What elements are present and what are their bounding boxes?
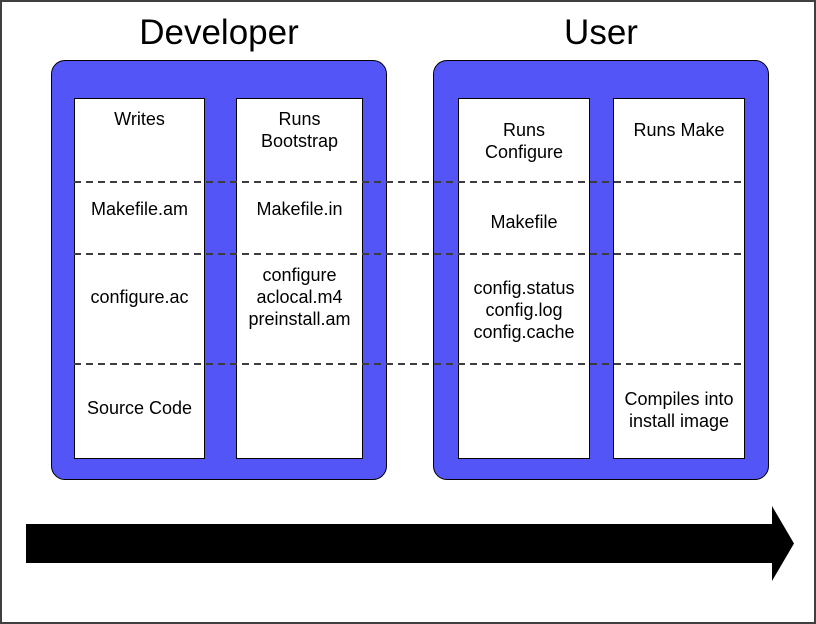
configure-output-files-label: config.status config.log config.cache bbox=[473, 278, 575, 342]
developer-bootstrap-column bbox=[236, 98, 363, 459]
makefile-label: Makefile bbox=[490, 212, 558, 232]
stage-divider-2 bbox=[74, 253, 745, 255]
configure-ac-label: configure.ac bbox=[90, 287, 189, 307]
developer-title: Developer bbox=[139, 13, 299, 52]
makefile-in-label: Makefile.in bbox=[256, 199, 343, 219]
source-code-label: Source Code bbox=[86, 398, 193, 418]
stage-divider-1 bbox=[74, 181, 745, 183]
makefile-am-label: Makefile.am bbox=[90, 199, 189, 219]
arrow-shape bbox=[26, 506, 794, 581]
runs-make-label: Runs Make bbox=[633, 120, 725, 140]
stage-divider-3 bbox=[74, 363, 745, 365]
runs-bootstrap-label: Runs Bootstrap bbox=[260, 109, 339, 151]
user-configure-column bbox=[458, 98, 590, 459]
runs-configure-label: Runs Configure bbox=[484, 120, 564, 162]
developer-writes-column bbox=[74, 98, 205, 459]
flow-direction-arrow bbox=[26, 506, 794, 581]
user-make-column bbox=[613, 98, 745, 459]
writes-label: Writes bbox=[114, 109, 165, 129]
compiles-into-install-image-label: Compiles into install image bbox=[624, 389, 734, 431]
user-title: User bbox=[564, 13, 638, 52]
bootstrap-output-files-label: configure aclocal.m4 preinstall.am bbox=[248, 265, 351, 329]
